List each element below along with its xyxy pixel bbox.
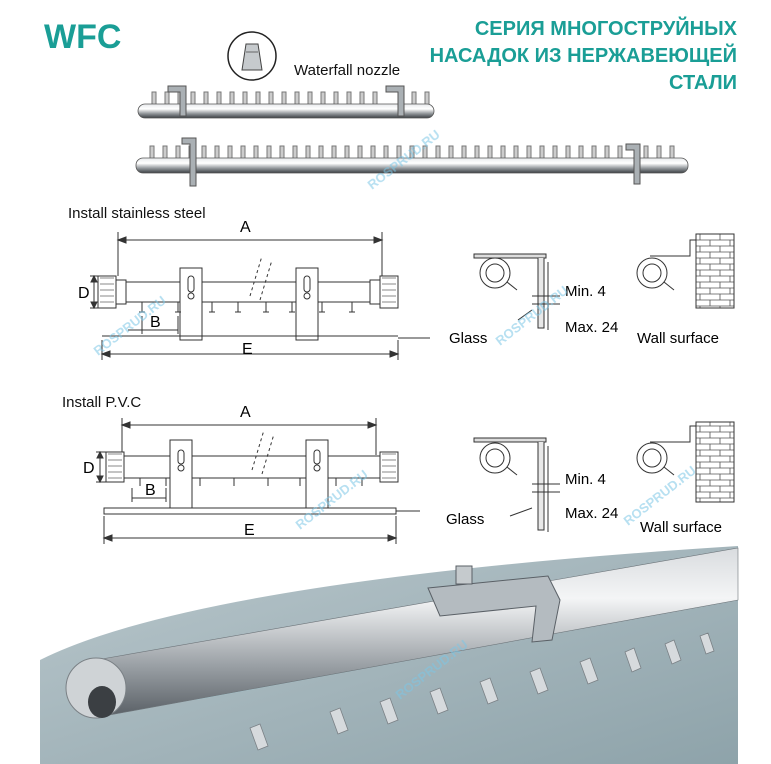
pvc-dim-e: E: [244, 522, 255, 539]
pvc-side-view-wall: [636, 421, 735, 503]
watermark-text: ROSPRUD.RU: [493, 283, 571, 349]
product-closeup-photo: [40, 546, 739, 764]
pvc-wall-label: Wall surface: [640, 519, 722, 536]
nozzle-bar-short-photo: [137, 31, 435, 119]
steel-wall-label: Wall surface: [637, 330, 719, 347]
title-line-1: СЕРИЯ МНОГОСТРУЙНЫХ: [474, 18, 737, 40]
brand-logo: WFC: [44, 18, 122, 56]
pvc-min-label: Min. 4: [565, 471, 606, 488]
pvc-glass-label: Glass: [446, 511, 484, 528]
pvc-dim-a: A: [240, 404, 251, 421]
pvc-side-view-glass: [473, 437, 560, 532]
steel-section-title: Install stainless steel: [68, 205, 206, 222]
steel-dim-b: B: [150, 314, 161, 331]
page-title: СЕРИЯ МНОГОСТРУЙНЫХ НАСАДОК ИЗ НЕРЖАВЕЮЩ…: [430, 16, 737, 97]
pvc-dim-d: D: [83, 460, 95, 477]
pvc-section-title: Install P.V.C: [62, 394, 142, 411]
steel-dim-d: D: [78, 285, 90, 302]
title-line-2: НАСАДОК ИЗ НЕРЖАВЕЮЩЕЙ: [429, 45, 737, 67]
steel-dim-e: E: [242, 341, 253, 358]
steel-min-label: Min. 4: [565, 283, 606, 300]
steel-glass-label: Glass: [449, 330, 487, 347]
title-line-3: СТАЛИ: [669, 72, 737, 94]
steel-max-label: Max. 24: [565, 319, 618, 336]
nozzle-bar-long-photo: [135, 137, 689, 187]
steel-install-drawing: [90, 232, 430, 360]
steel-side-view-glass: [473, 253, 560, 330]
pvc-max-label: Max. 24: [565, 505, 618, 522]
steel-side-view-wall: [636, 233, 735, 309]
pvc-install-drawing: [96, 418, 420, 544]
pvc-dim-b: B: [145, 482, 156, 499]
steel-dim-a: A: [240, 219, 251, 236]
nozzle-label: Waterfall nozzle: [294, 62, 400, 79]
